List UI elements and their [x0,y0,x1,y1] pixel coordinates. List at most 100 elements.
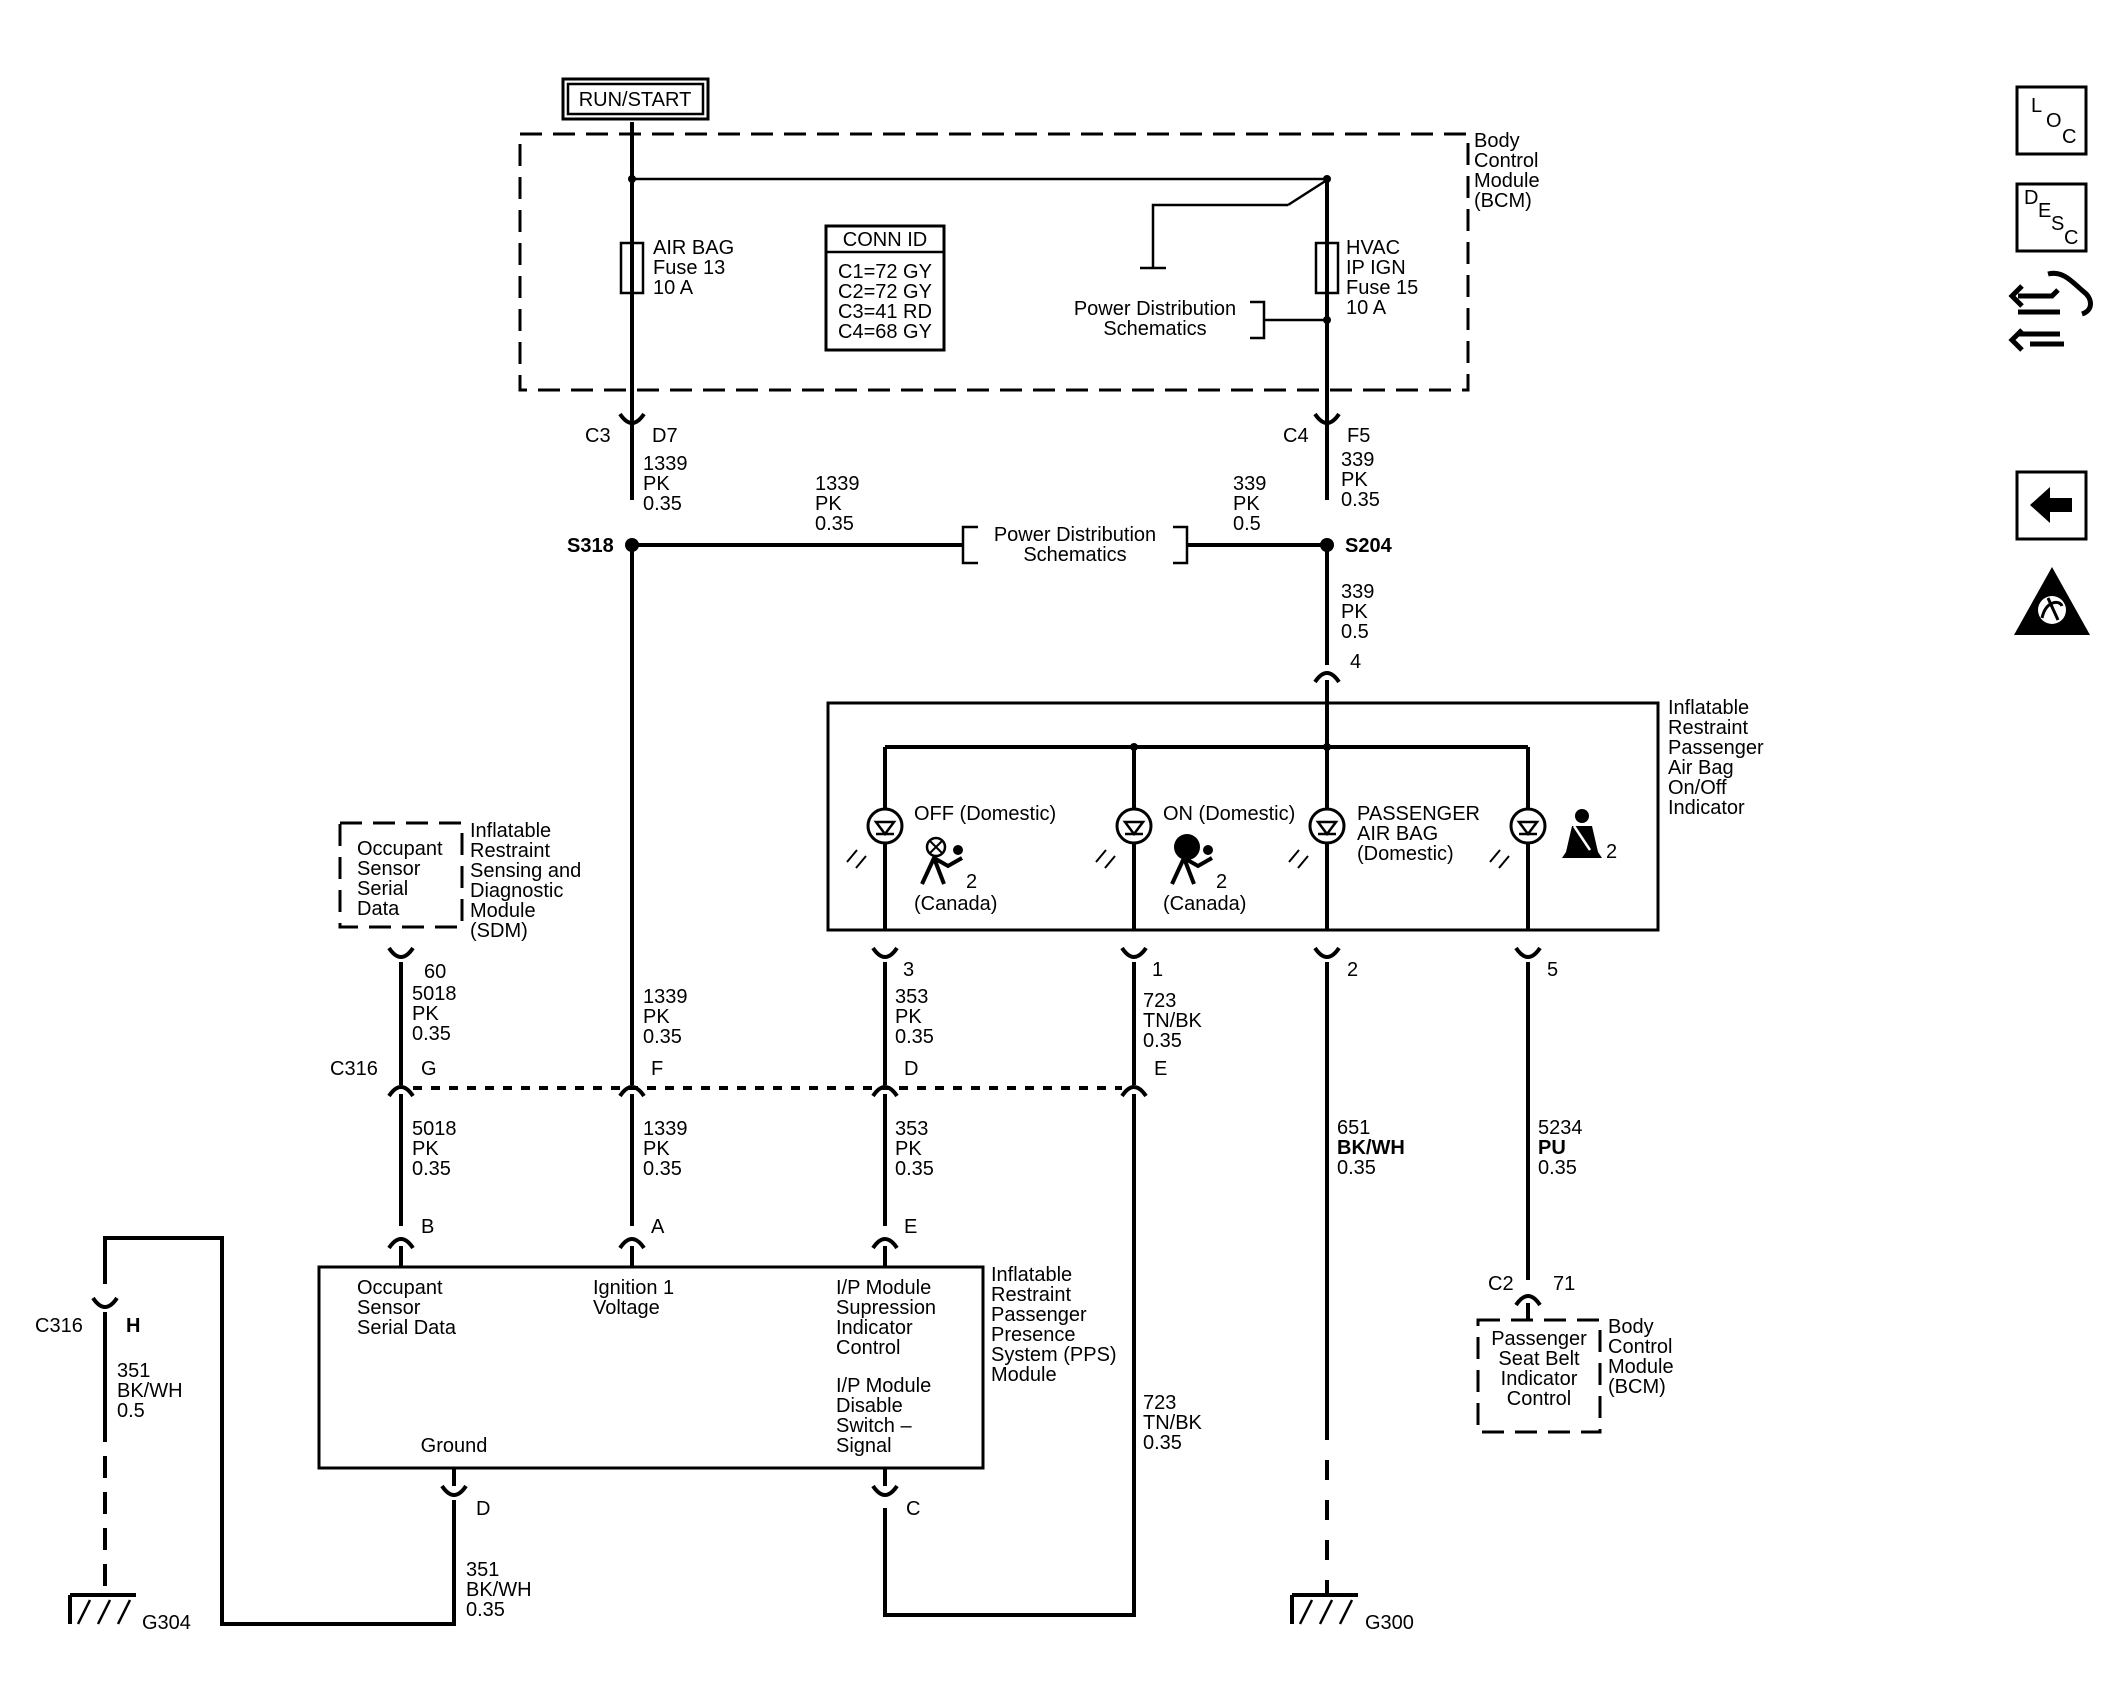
pps-name-6: Module [991,1364,1057,1386]
w5234-1: 5234 [1538,1117,1583,1139]
pin-d: D [904,1058,918,1080]
sdm-inner-4: Data [357,898,400,920]
diagnostic-tool-icon[interactable] [2008,270,2093,352]
connector-pps-a [618,1237,646,1250]
pps-ignition-1: Ignition 1 [593,1277,674,1299]
loc-button[interactable]: L O C [2015,85,2088,156]
pin-2: 2 [1347,959,1358,981]
conn-c2: C2 [1488,1273,1514,1295]
run-start-source: RUN/START [561,77,710,121]
fuse-airbag-label-1: AIR BAG [653,237,734,259]
led-passenger-icon [1288,807,1346,869]
w353b-3: 0.35 [895,1158,934,1180]
conn-id-title: CONN ID [843,229,927,251]
ground-g300: G300 [1365,1612,1414,1634]
w339a-2: PK [1233,493,1260,515]
airbag-on-symbol-icon [1170,834,1213,885]
desc-button[interactable]: D E S C [2015,182,2088,253]
airbag-off-symbol-icon [920,836,963,885]
pps-name-2: Restraint [991,1284,1071,1306]
pps-ground: Ground [421,1435,488,1457]
w339a-1: 339 [1233,473,1266,495]
pin-3: 3 [903,959,914,981]
w353b-1: 353 [895,1118,928,1140]
pps-disable-3: Switch – [836,1415,912,1437]
connector-pin-1 [1120,946,1148,959]
pds-top-label-1: Power Distribution [1074,298,1236,320]
pin-4: 4 [1350,651,1361,673]
indicator-passenger-1: PASSENGER [1357,803,1480,825]
pin-h: H [126,1315,140,1337]
w651-1: 651 [1337,1117,1370,1139]
connector-pin-2 [1313,946,1341,959]
desc-letter-e: E [2038,200,2051,222]
pin-c: C [906,1498,920,1520]
pps-disable-2: Disable [836,1395,903,1417]
w339c-1: 339 [1341,581,1374,603]
conn-c4: C4 [1283,425,1309,447]
pps-disable-4: Signal [836,1435,892,1457]
w651-2: BK/WH [1337,1137,1405,1159]
connector-pin-5 [1514,946,1542,959]
fuse-airbag-symbol [619,241,645,295]
w723b-2: TN/BK [1143,1412,1203,1434]
connector-pps-b [387,1237,415,1250]
desc-letter-d: D [2024,187,2038,209]
bcm-bottom-inner-4: Control [1507,1388,1571,1410]
w1339c-1: 1339 [643,986,688,1008]
sdm-name-2: Restraint [470,840,550,862]
fuse-hvac-label-3: Fuse 15 [1346,277,1418,299]
indicator-name-6: Indicator [1668,797,1745,819]
indicator-name-3: Passenger [1668,737,1764,759]
w1339a-3: 0.35 [643,493,682,515]
conn-id-2: C2=72 GY [838,281,932,303]
pds-top-label-2: Schematics [1103,318,1206,340]
w351b-1: 351 [466,1559,499,1581]
fuse-airbag-label-2: Fuse 13 [653,257,725,279]
warning-triangle-icon[interactable] [2014,567,2090,635]
bcm-bottom-name-2: Control [1608,1336,1672,1358]
w1339b-2: PK [815,493,842,515]
wire-351-ground [103,1236,456,1626]
pps-occupant-3: Serial Data [357,1317,457,1339]
sdm-name-1: Inflatable [470,820,551,842]
pin-d2: D [476,1498,490,1520]
indicator-canada-2: (Canada) [1163,893,1246,915]
conn-id-4: C4=68 GY [838,321,932,343]
w351b-2: BK/WH [466,1579,532,1601]
pds-mid-label-2: Schematics [1023,544,1126,566]
w1339a-1: 1339 [643,453,688,475]
run-start-label: RUN/START [579,89,692,111]
connector-c4-f5 [1313,412,1341,425]
pin-e2: E [904,1216,917,1238]
w5018a-1: 5018 [412,983,457,1005]
w5018a-3: 0.35 [412,1023,451,1045]
indicator-passenger-3: (Domestic) [1357,843,1454,865]
led-off-icon [846,807,904,869]
indicator-name-5: On/Off [1668,777,1727,799]
w5018a-2: PK [412,1003,439,1025]
bcm-bottom-name-4: (BCM) [1608,1376,1666,1398]
pps-disable-1: I/P Module [836,1375,931,1397]
bcm-top-name-4: (BCM) [1474,190,1532,212]
w5018b-3: 0.35 [412,1158,451,1180]
w1339a-2: PK [643,473,670,495]
sdm-name-3: Sensing and [470,860,581,882]
w723b-3: 0.35 [1143,1432,1182,1454]
indicator-on-label: ON (Domestic) [1163,803,1295,825]
bcm-bottom-inner-2: Seat Belt [1498,1348,1580,1370]
w651-3: 0.35 [1337,1157,1376,1179]
sdm-inner-3: Serial [357,878,408,900]
sdm-name-6: (SDM) [470,920,528,942]
w5234-2: PU [1538,1137,1566,1159]
w351b-3: 0.35 [466,1599,505,1621]
pin-g: G [421,1058,437,1080]
back-arrow-button[interactable] [2015,470,2088,541]
w723b-1: 723 [1143,1392,1176,1414]
conn-id-3: C3=41 RD [838,301,932,323]
w351a-2: BK/WH [117,1380,183,1402]
sdm-inner-2: Sensor [357,858,421,880]
connector-pps-d [440,1484,468,1497]
indicator-name-4: Air Bag [1668,757,1734,779]
